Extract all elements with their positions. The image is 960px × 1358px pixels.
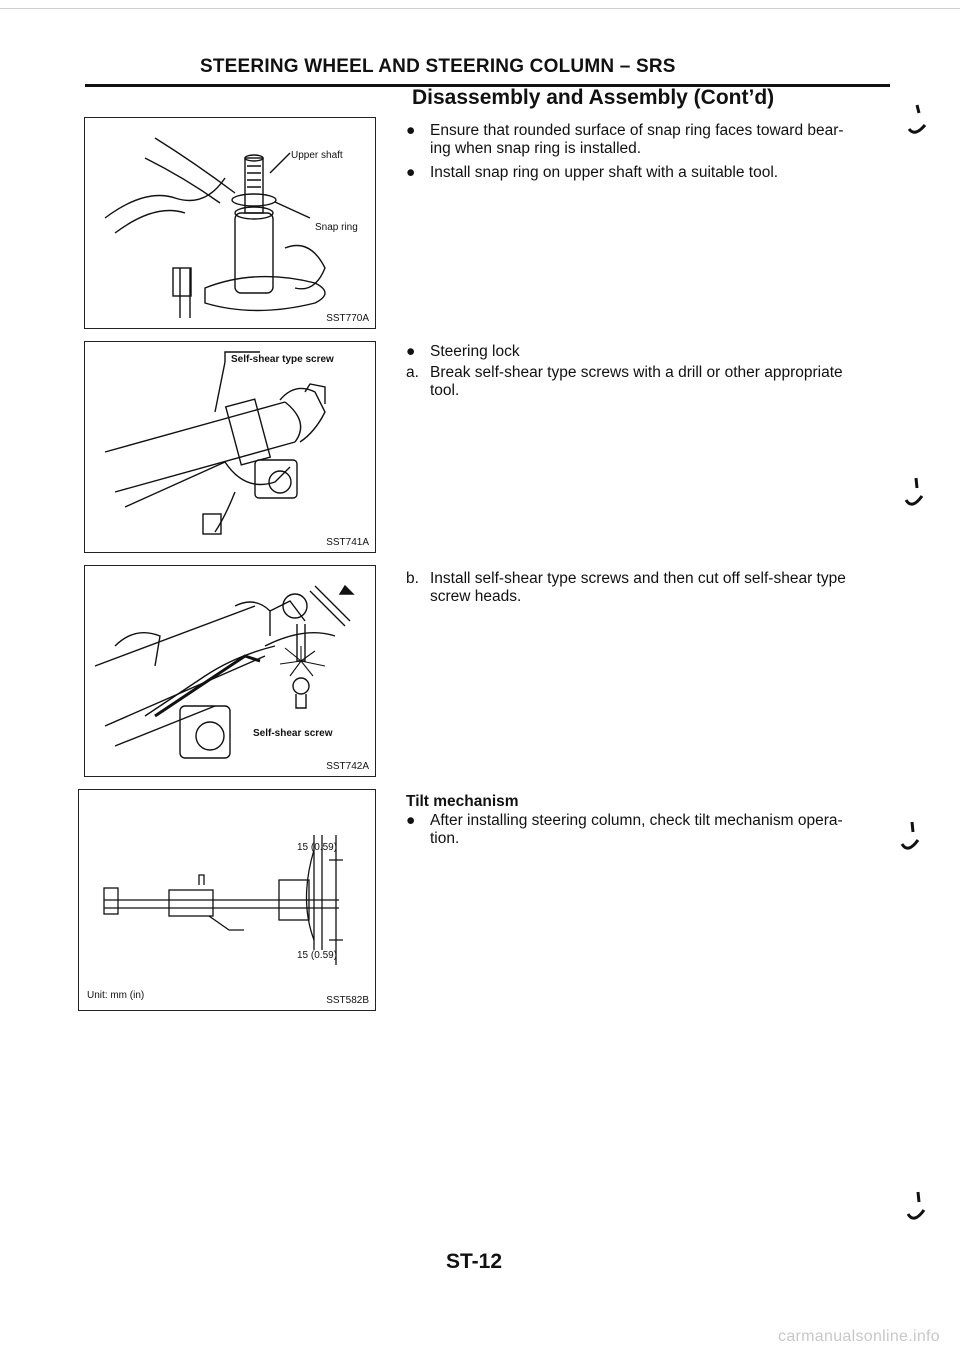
lock-bullet-1-text: Steering lock [430,343,520,360]
figure-snap-ring: Upper shaft Snap ring SST770A [84,117,376,329]
page-header-title: STEERING WHEEL AND STEERING COLUMN – SRS [200,56,676,77]
figure-steering-lock: Self-shear type screw SST741A [84,341,376,553]
snap-bullet-1-cont: ing when snap ring is installed. [430,140,642,157]
bullet: ● [406,122,416,139]
install-step-b-cont: screw heads. [430,588,522,605]
install-step-b: b. Install self-shear type screws and th… [406,570,916,606]
figure-code: SST770A [326,313,369,324]
bullet: ● [406,343,416,360]
lock-step-a: a. Break self-shear type screws with a d… [406,364,916,400]
section-title: Disassembly and Assembly (Cont’d) [412,86,775,109]
margin-check-mark [900,821,920,850]
dimension-bottom: 15 (0.59) [297,950,338,961]
margin-check-mark [904,477,924,506]
label-snap-ring: Snap ring [315,222,358,233]
step-marker: b. [406,570,419,587]
snap-bullet-1-text: Ensure that rounded surface of snap ring… [430,122,844,139]
margin-check-mark [907,104,927,134]
self-shear-screw-illustration [94,584,355,759]
watermark: carmanualsonline.info [778,1328,940,1345]
figure-tilt-mechanism: 15 (0.59) 15 (0.59) Unit: mm (in) SST582… [78,789,376,1011]
tilt-mechanism-illustration [103,835,343,965]
tilt-heading: Tilt mechanism [406,793,519,810]
snap-ring-illustration [104,137,326,318]
lock-step-a-text: Break self-shear type screws with a dril… [430,364,843,381]
scan-top-rule [0,8,960,9]
install-step-b-text: Install self-shear type screws and then … [430,570,846,587]
snap-bullet-2: ● Install snap ring on upper shaft with … [406,164,916,182]
page-number: ST-12 [446,1250,503,1273]
figure-code: SST742A [326,761,369,772]
snap-bullet-2-text: Install snap ring on upper shaft with a … [430,164,779,181]
label-upper-shaft: Upper shaft [291,150,343,161]
dimension-top: 15 (0.59) [297,842,338,853]
label-self-shear-screw: Self-shear screw [253,728,333,739]
tilt-bullet-1-cont: tion. [430,830,460,847]
margin-check-mark [906,1191,926,1220]
figure-self-shear-screw: Self-shear screw SST742A [84,565,376,777]
bullet: ● [406,812,416,829]
tilt-bullet-1: ● After installing steering column, chec… [406,812,916,848]
snap-bullet-1: ● Ensure that rounded surface of snap ri… [406,122,916,158]
figure-code: SST741A [326,537,369,548]
header-rule [85,84,890,87]
lock-step-a-cont: tool. [430,382,460,399]
tilt-bullet-1-text: After installing steering column, check … [430,812,843,829]
unit-label: Unit: mm (in) [87,990,145,1001]
lock-bullet-1: ● Steering lock [406,343,916,361]
figure-code: SST582B [326,995,369,1006]
label-self-shear-type-screw: Self-shear type screw [231,354,334,365]
bullet: ● [406,164,416,181]
steering-lock-illustration [104,351,326,535]
step-marker: a. [406,364,419,381]
